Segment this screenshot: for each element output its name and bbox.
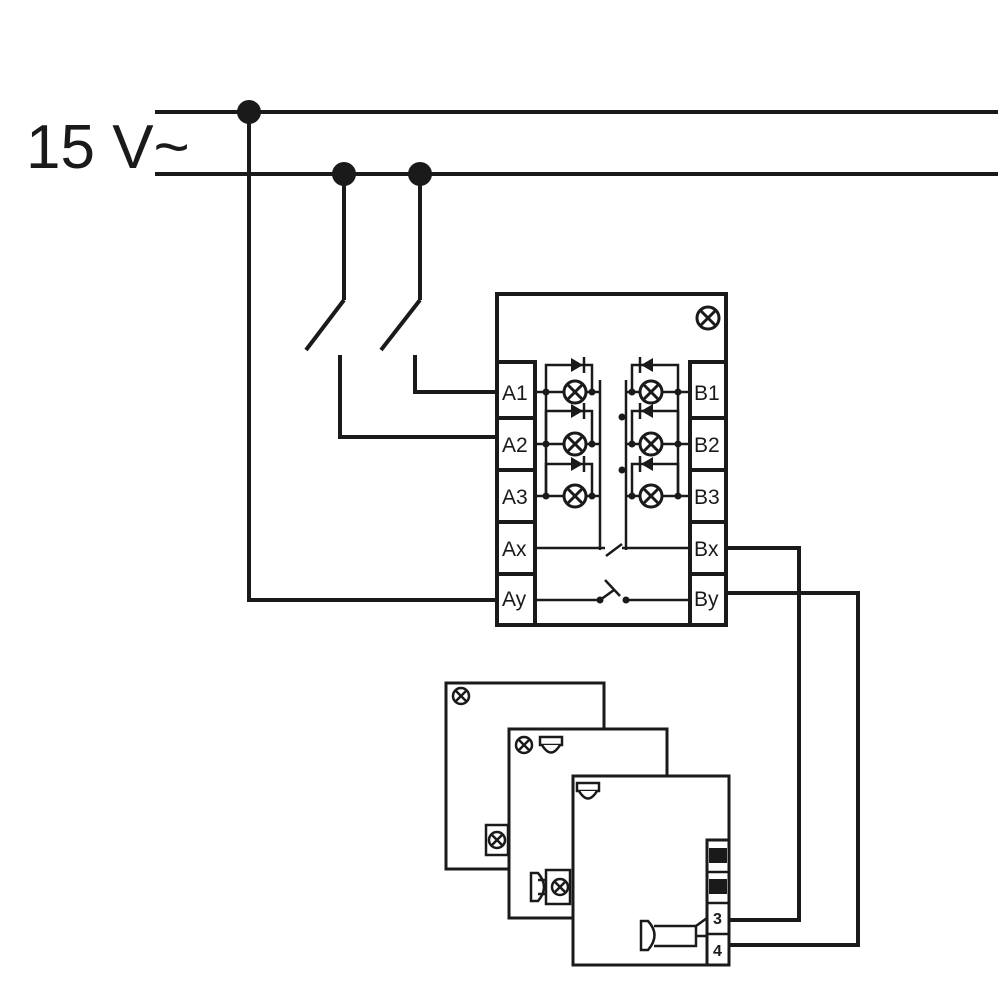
terminal-label: B3 (694, 486, 720, 509)
terminal-strip-right (688, 360, 728, 627)
terminal-label: Ax (502, 538, 527, 561)
station-terminal (709, 879, 727, 894)
terminal-label: B1 (694, 382, 720, 405)
speaker-icon (575, 781, 601, 800)
speaker-icon (529, 871, 546, 903)
wire-by-to-4 (726, 591, 860, 947)
station-terminal-label: 4 (713, 943, 722, 960)
station-terminal (709, 848, 727, 863)
speaker-icon (538, 735, 564, 754)
wire-common-to-ay (247, 112, 500, 602)
speaker-icon (639, 919, 656, 952)
terminal-strip-left (495, 360, 537, 627)
lamp-icon (695, 305, 721, 331)
lamp-icon (514, 735, 534, 755)
lamp-icon (451, 686, 471, 706)
terminal-label: Ay (502, 588, 527, 611)
terminal-label: A3 (502, 486, 528, 509)
terminal-label: A1 (502, 382, 528, 405)
station-3: 3 4 (571, 774, 731, 967)
terminal-dividers (497, 416, 726, 576)
supply-voltage-label: 15 V~ (26, 113, 190, 182)
station-terminal-label: 3 (713, 911, 722, 928)
terminal-label: Bx (694, 538, 719, 561)
switch-a1 (379, 174, 500, 394)
terminal-label: B2 (694, 434, 720, 457)
terminal-label: By (694, 588, 719, 611)
terminal-label: A2 (502, 434, 528, 457)
switch-a2 (304, 174, 500, 439)
module-internal-circuit (535, 355, 690, 604)
wire-bx-to-3 (726, 546, 801, 922)
